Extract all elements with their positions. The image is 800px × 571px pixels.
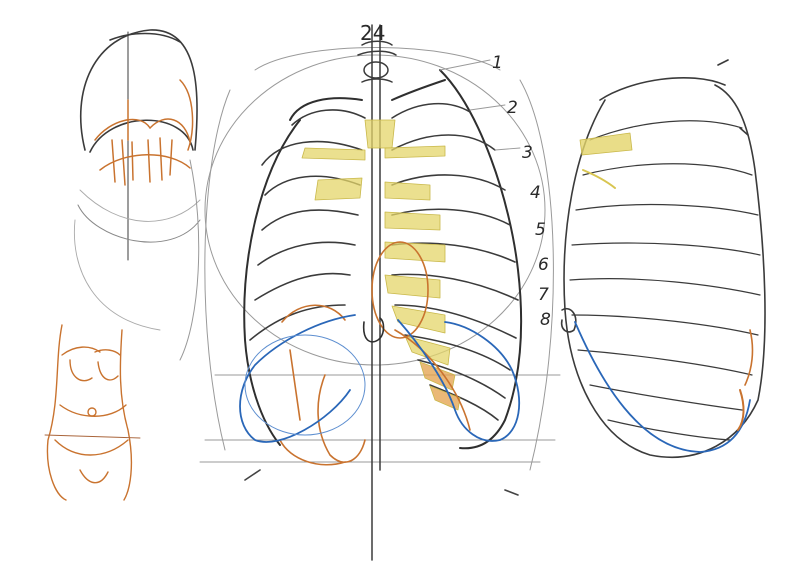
- costal-arch-blue: [239, 314, 521, 443]
- ribcage-top-view-ochre: [94, 79, 194, 186]
- costal-cartilage-highlights: [301, 119, 461, 411]
- rib-number-1: 1: [492, 53, 503, 73]
- top-label: 24: [360, 21, 385, 45]
- rib-number-2: 2: [507, 98, 518, 118]
- ribcage-ochre-overlay: [279, 241, 471, 466]
- ribs-right: [391, 102, 519, 421]
- rib-number-7: 7: [538, 285, 549, 305]
- torso-figure-sketch: [44, 324, 141, 501]
- ribcage-top-view-sketch: [73, 29, 201, 361]
- ribcage-side-view-highlights: [574, 132, 754, 453]
- rib-number-6: 6: [538, 255, 549, 275]
- rib-number-5: 5: [535, 220, 546, 240]
- ribcage-side-view-sketch: [560, 59, 766, 458]
- ribcage-front-silhouette: [243, 69, 523, 450]
- rib-number-leader-lines: [439, 59, 521, 151]
- rib-number-8: 8: [540, 310, 551, 330]
- rib-number-4: 4: [530, 183, 541, 203]
- rib-number-3: 3: [522, 143, 533, 163]
- xiphoid-process: [362, 317, 385, 343]
